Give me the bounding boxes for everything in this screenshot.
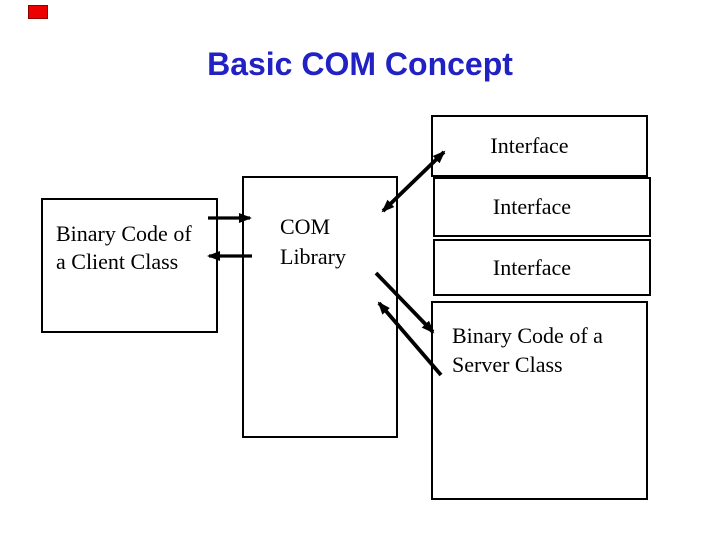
interface-3-label: Interface [492,254,572,280]
red-marker [28,5,48,19]
node-client-class: Binary Code of a Client Class [41,198,218,333]
client-class-label-line1: Binary Code of [56,221,192,246]
node-server-class: Binary Code of a Server Class [431,301,648,500]
interface-1-label: Interface [490,133,569,158]
client-class-label-line2: a Client Class [56,249,179,274]
com-library-label: COM Library [280,212,396,272]
interface-2-label: Interface [492,194,572,219]
server-class-label: Binary Code of a Server Class [452,321,646,379]
com-library-label-line2: Library [280,244,346,269]
com-library-label-line1: COM [280,214,331,239]
node-interface-2: Interface [433,177,651,237]
server-class-label-line1: Binary Code of a [452,323,603,348]
node-interface-3: Interface [433,239,651,296]
server-class-label-line2: Server Class [452,352,563,377]
node-com-library: COM Library [242,176,398,438]
slide-title: Basic COM Concept [207,46,513,82]
node-interface-1: Interface [431,115,648,177]
client-class-label: Binary Code of a Client Class [56,220,216,276]
